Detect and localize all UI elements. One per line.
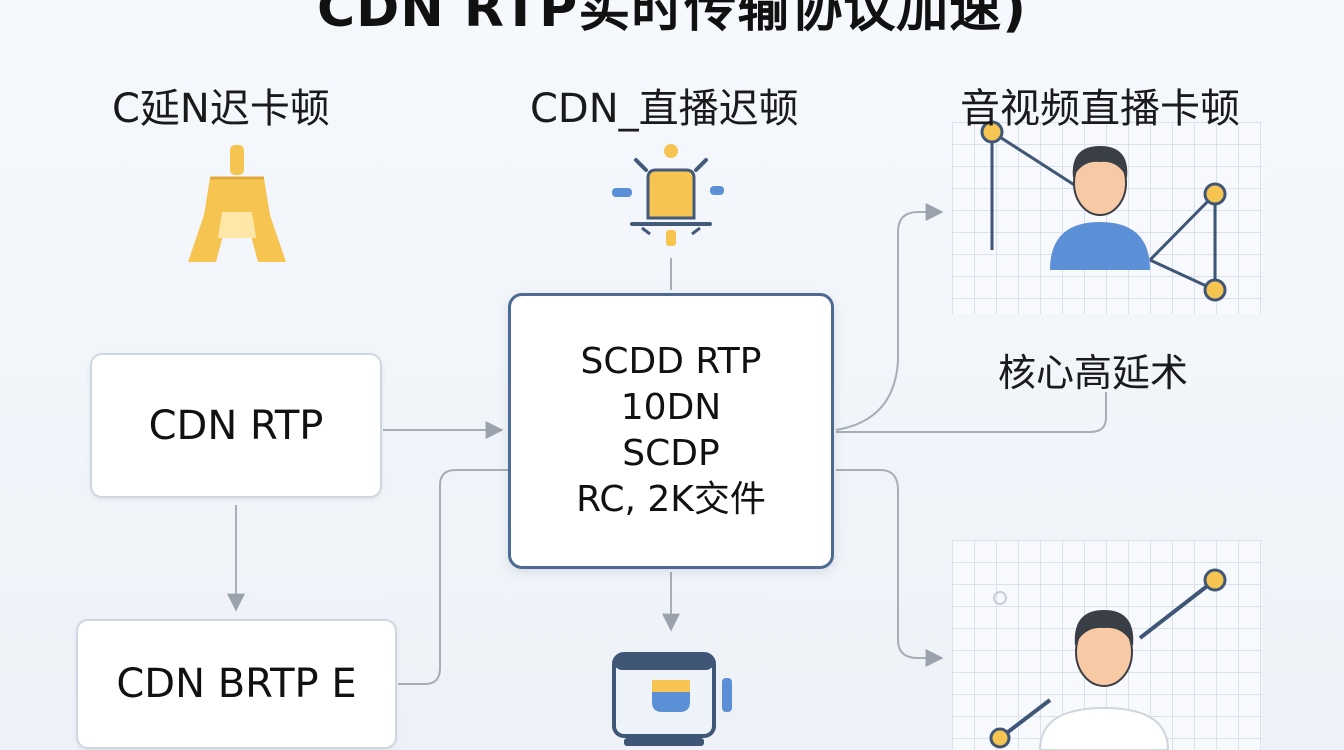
label-left-cdn-delay: C延N迟卡顿 [112,86,330,132]
arrow-center-to-network-panel [835,203,944,431]
node-cdn-brtp: CDN BRTP E [76,619,397,749]
person-chart-icon [989,568,1227,750]
node-cdn-rtp: CDN RTP [90,353,382,498]
label-core-latency-tech: 核心高延术 [998,351,1189,395]
person-network-icon [980,120,1227,302]
diagram-title: CDN RTP实时传输协议加速) [316,0,1027,39]
center-line-4: RC, 2K交件 [576,479,766,520]
center-line-3: SCDP [622,433,720,474]
label-middle-live-delay: CDN_直播迟顿 [530,86,799,132]
lamp-icon [612,144,724,246]
node-center-protocol: SCDD RTP 10DN SCDP RC, 2K交件 [508,293,834,569]
node-cdn-rtp-label: CDN RTP [148,402,324,449]
center-line-2: 10DN [620,387,722,428]
arrow-center-to-chart-panel [836,469,944,667]
center-line-1: SCDD RTP [580,341,762,382]
connector-center-to-label [836,392,1107,433]
node-cdn-brtp-label: CDN BRTP E [116,661,357,707]
connector-brtp-to-center [398,469,508,685]
monitor-icon [612,652,732,746]
bell-icon [188,145,286,262]
label-right-av-stutter: 音视频直播卡顿 [960,86,1240,132]
